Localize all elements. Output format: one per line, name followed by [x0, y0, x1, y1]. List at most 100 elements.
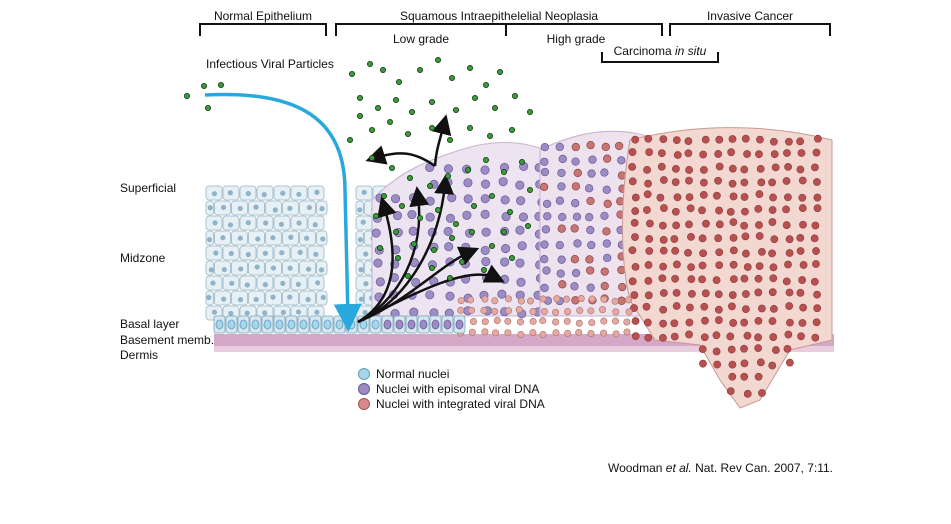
viral-particle	[471, 95, 478, 102]
bracket-sin	[335, 23, 663, 36]
viral-particle	[404, 130, 411, 137]
episomal-nucleus	[571, 199, 580, 208]
integrated-nucleus	[769, 274, 778, 283]
integrated-nucleus	[672, 221, 681, 230]
episomal-nucleus	[425, 196, 435, 206]
bracket-invasive	[669, 23, 831, 36]
integrated-nucleus	[758, 389, 766, 397]
normal-cell-nucleus	[221, 296, 227, 302]
integrated-nucleus	[798, 176, 807, 185]
episomal-nucleus	[501, 244, 511, 254]
normal-cell-nucleus	[262, 282, 268, 288]
normal-nucleus	[239, 319, 248, 330]
integrated-nucleus	[631, 317, 640, 325]
normal-cell-nucleus	[319, 206, 325, 212]
integrated-nucleus	[714, 176, 722, 185]
integrated-nucleus	[743, 331, 752, 340]
integrated-nucleus	[687, 232, 695, 241]
episomal-nucleus	[602, 239, 612, 248]
infection-arrow-icon	[204, 92, 362, 332]
integrated-nucleus	[558, 280, 567, 289]
normal-nucleus	[287, 319, 296, 330]
integrated-nucleus	[659, 246, 668, 255]
integrated-nucleus	[813, 193, 822, 202]
episomal-nucleus	[541, 225, 551, 234]
integrated-nucleus	[729, 246, 738, 255]
normal-cell-nucleus	[262, 250, 268, 256]
integrated-nucleus	[625, 308, 633, 316]
integrated-nucleus	[481, 295, 489, 303]
viral-particle	[466, 125, 473, 132]
episomal-nucleus	[540, 167, 550, 177]
episomal-nucleus	[515, 258, 525, 268]
integrated-nucleus	[769, 263, 778, 272]
header-high-grade: High grade	[546, 32, 606, 46]
integrated-nucleus	[628, 162, 637, 171]
integrated-nucleus	[796, 288, 805, 297]
integrated-nucleus	[754, 344, 763, 353]
integrated-nucleus	[628, 148, 637, 156]
normal-cell-nucleus	[279, 250, 285, 256]
integrated-nucleus	[799, 303, 807, 312]
viral-particle	[446, 274, 453, 281]
integrated-nucleus	[684, 137, 693, 146]
normal-cell-nucleus	[227, 222, 234, 228]
integrated-nucleus	[588, 295, 596, 303]
integrated-nucleus	[600, 281, 609, 291]
viral-particle	[379, 67, 386, 74]
episomal-nucleus	[463, 194, 473, 204]
episomal-nucleus	[572, 212, 582, 221]
integrated-nucleus	[700, 178, 708, 187]
normal-cell-nucleus	[272, 207, 278, 213]
integrated-nucleus	[576, 307, 584, 315]
integrated-nucleus	[740, 344, 748, 353]
integrated-nucleus	[741, 305, 750, 313]
normal-cell-nucleus	[288, 234, 294, 240]
normal-cell-nucleus	[245, 220, 251, 226]
viral-particle	[496, 69, 503, 76]
normal-cell-nucleus	[213, 250, 219, 256]
integrated-nucleus	[729, 260, 738, 269]
normal-cell-nucleus	[320, 294, 326, 301]
episomal-nucleus	[408, 193, 419, 203]
integrated-nucleus	[782, 221, 791, 229]
integrated-nucleus	[467, 296, 475, 304]
viral-particle	[480, 266, 487, 273]
episomal-nucleus	[392, 211, 403, 221]
viral-particle	[444, 172, 451, 179]
viral-particle	[486, 132, 493, 139]
episomal-nucleus	[543, 212, 552, 221]
integrated-nucleus	[740, 318, 749, 327]
viral-particle	[452, 107, 459, 114]
integrated-nucleus	[684, 149, 693, 158]
integrated-nucleus	[740, 372, 749, 381]
integrated-nucleus	[505, 307, 513, 315]
integrated-nucleus	[700, 166, 708, 174]
spread-arrow-5	[357, 264, 505, 324]
integrated-nucleus	[602, 227, 611, 236]
integrated-nucleus	[728, 291, 737, 299]
normal-cell-nucleus	[315, 280, 321, 286]
episomal-nucleus	[411, 277, 421, 288]
integrated-nucleus	[715, 135, 724, 144]
viral-particle	[217, 82, 224, 89]
integrated-nucleus	[612, 330, 620, 338]
normal-cell-nucleus	[206, 237, 213, 243]
integrated-nucleus	[729, 192, 738, 201]
integrated-nucleus	[645, 247, 654, 255]
integrated-nucleus	[728, 302, 736, 311]
integrated-nucleus	[740, 178, 749, 187]
integrated-nucleus	[727, 345, 736, 354]
integrated-nucleus	[756, 135, 764, 144]
integrated-nucleus	[588, 319, 596, 327]
episomal-nucleus	[431, 319, 440, 330]
integrated-nucleus	[685, 318, 694, 327]
integrated-nucleus	[684, 248, 692, 257]
citation-etal: et al.	[665, 461, 692, 475]
integrated-nucleus	[539, 330, 547, 338]
normal-nucleus	[311, 319, 320, 330]
viral-particle	[428, 264, 435, 271]
integrated-nucleus	[618, 282, 627, 292]
normal-cell-nucleus	[263, 220, 269, 226]
integrated-nucleus	[699, 359, 707, 368]
